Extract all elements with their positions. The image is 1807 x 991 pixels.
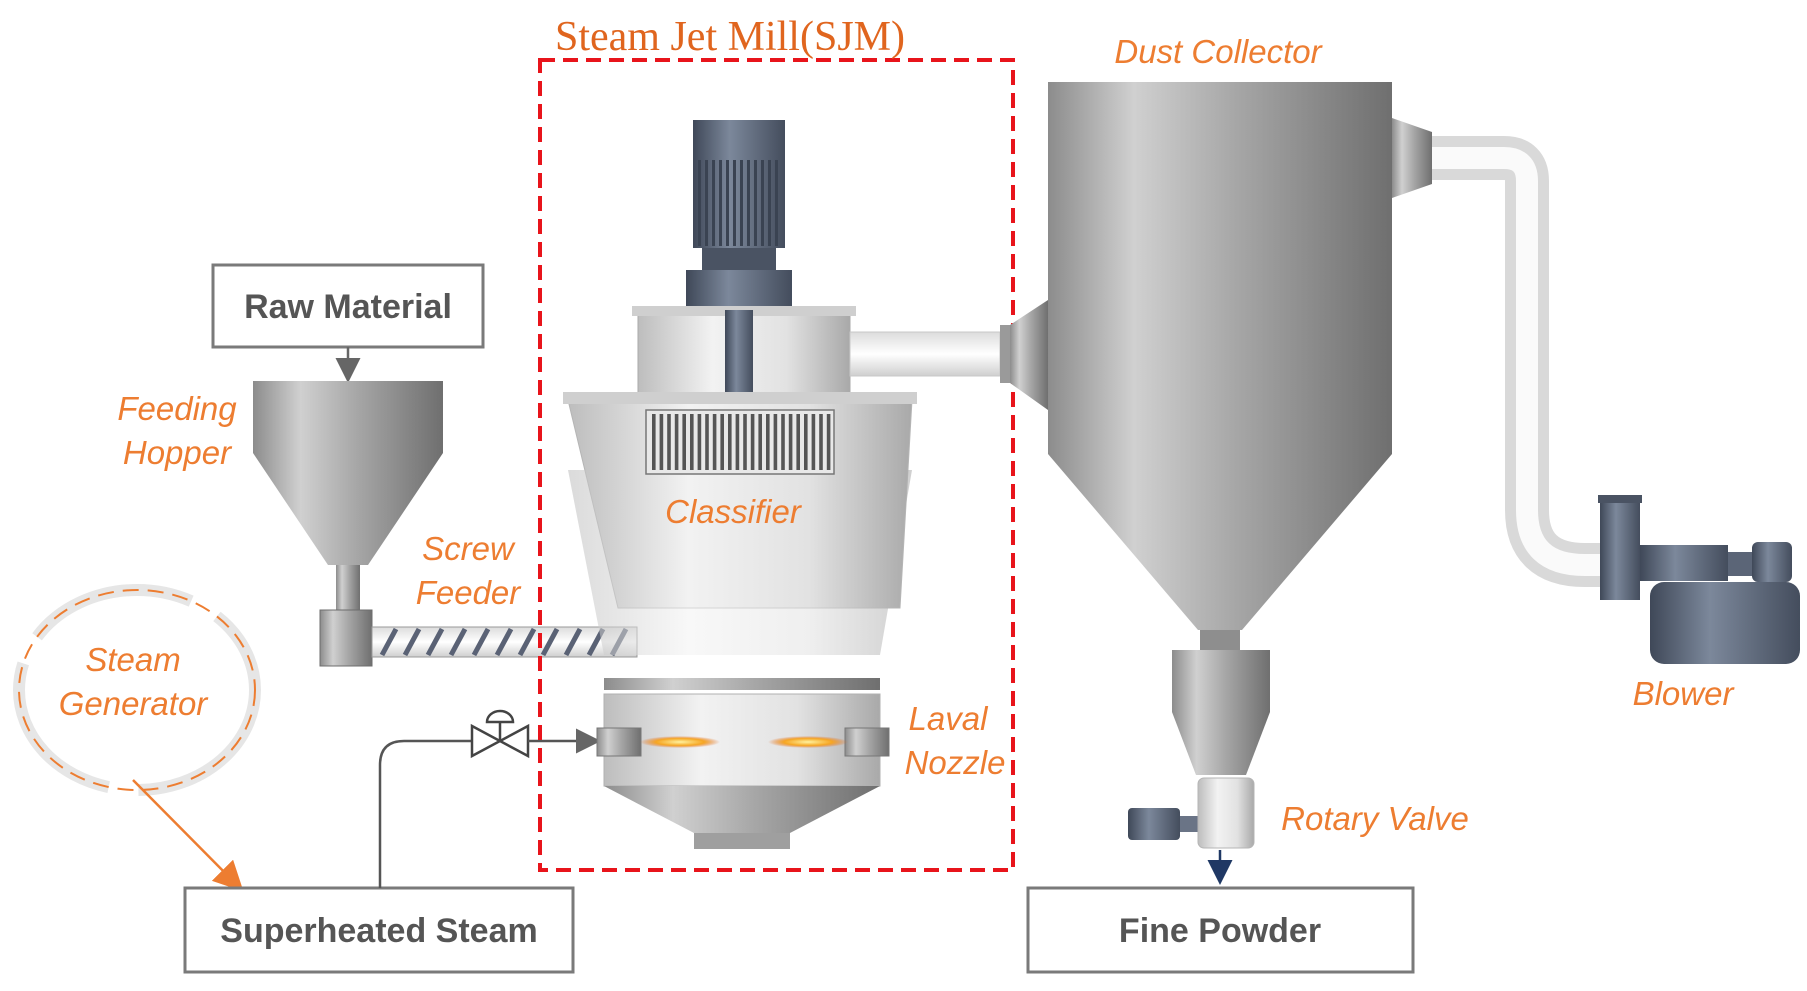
screw-flights	[379, 627, 629, 657]
steam-supply-line	[378, 739, 472, 888]
classifier-blade	[674, 414, 679, 470]
steam-jet-mill	[563, 120, 917, 849]
classifier-blade	[743, 414, 747, 470]
motor-fin	[775, 160, 778, 246]
motor-fin	[712, 160, 715, 246]
classifier-blade	[781, 414, 785, 470]
steam-valve	[470, 709, 530, 759]
motor-fin	[705, 160, 708, 246]
steam-generator-arrow	[132, 779, 244, 892]
motor-fin	[719, 160, 722, 246]
classifier-blade	[750, 414, 755, 470]
screw-feeder	[319, 609, 638, 667]
screw-flight	[425, 627, 445, 657]
screw-feeder-label-line2: Feeder	[416, 574, 523, 611]
screw-flight	[517, 627, 537, 657]
classifier-label: Classifier	[665, 493, 803, 530]
motor-fin	[698, 160, 701, 246]
rotary-valve-label: Rotary Valve	[1281, 800, 1469, 837]
fine-powder-label: Fine Powder	[1119, 912, 1321, 950]
motor-fin	[726, 160, 729, 246]
motor-fin	[754, 160, 757, 246]
laval-nozzle-label-line1: Laval	[909, 700, 990, 737]
feeding-hopper-label-line1: Feeding	[117, 390, 237, 427]
classifier-blade	[796, 414, 800, 470]
classifier-blade	[659, 414, 664, 470]
motor-fin	[740, 160, 743, 246]
classifier-blade	[804, 414, 808, 470]
sjm-title: Steam Jet Mill(SJM)	[555, 14, 905, 60]
screw-feeder-label-line1: Screw	[422, 530, 516, 567]
classifier-blades	[652, 414, 831, 470]
classifier-blade	[720, 414, 724, 470]
classifier-blade	[728, 414, 732, 470]
classifier-blade	[697, 414, 702, 470]
raw-material-box: Raw Material	[211, 263, 485, 349]
screw-flight	[471, 627, 491, 657]
classifier-blade	[811, 414, 816, 470]
sjm-dashed-boundary	[538, 58, 1015, 872]
feeding-hopper	[253, 381, 443, 610]
motor-fin	[768, 160, 771, 246]
classifier-blade	[682, 414, 686, 470]
motor-fins	[698, 160, 778, 246]
feeding-hopper-label-line2: Hopper	[123, 434, 233, 471]
classifier-blade	[690, 414, 694, 470]
steam-generator-label-line1: Steam	[85, 641, 180, 678]
fine-powder-box: Fine Powder	[1026, 886, 1415, 974]
rotary-valve	[1128, 777, 1255, 849]
classifier-blade	[735, 414, 740, 470]
classifier-blade	[667, 414, 671, 470]
motor-fin	[747, 160, 750, 246]
classifier-blade	[652, 414, 656, 470]
dust-collector-label: Dust Collector	[1114, 33, 1323, 70]
motor-fin	[761, 160, 764, 246]
dust-collector	[1010, 82, 1432, 775]
steam-generator	[13, 584, 261, 796]
blower-label: Blower	[1633, 675, 1736, 712]
screw-flight	[494, 627, 514, 657]
classifier-blade	[705, 414, 709, 470]
classifier-blade	[712, 414, 717, 470]
steam-generator-label-line2: Generator	[59, 685, 210, 722]
mill-to-collector-pipe	[849, 325, 1010, 383]
blower-pipe-highlight	[1432, 147, 1610, 576]
superheated-steam-label: Superheated Steam	[220, 912, 537, 950]
classifier-blade	[766, 414, 770, 470]
classifier-blade	[773, 414, 778, 470]
classifier-blade	[826, 414, 831, 470]
superheated-steam-box: Superheated Steam	[183, 886, 575, 974]
laval-nozzle-label-line2: Nozzle	[905, 744, 1006, 781]
classifier-blade	[758, 414, 762, 470]
classifier-blade	[819, 414, 823, 470]
blower	[1598, 495, 1800, 664]
screw-flight	[379, 627, 399, 657]
screw-flight	[540, 627, 560, 657]
screw-flight	[563, 627, 583, 657]
raw-material-label: Raw Material	[244, 288, 452, 326]
screw-flight	[448, 627, 468, 657]
screw-flight	[402, 627, 422, 657]
classifier-blade	[788, 414, 793, 470]
motor-fin	[733, 160, 736, 246]
